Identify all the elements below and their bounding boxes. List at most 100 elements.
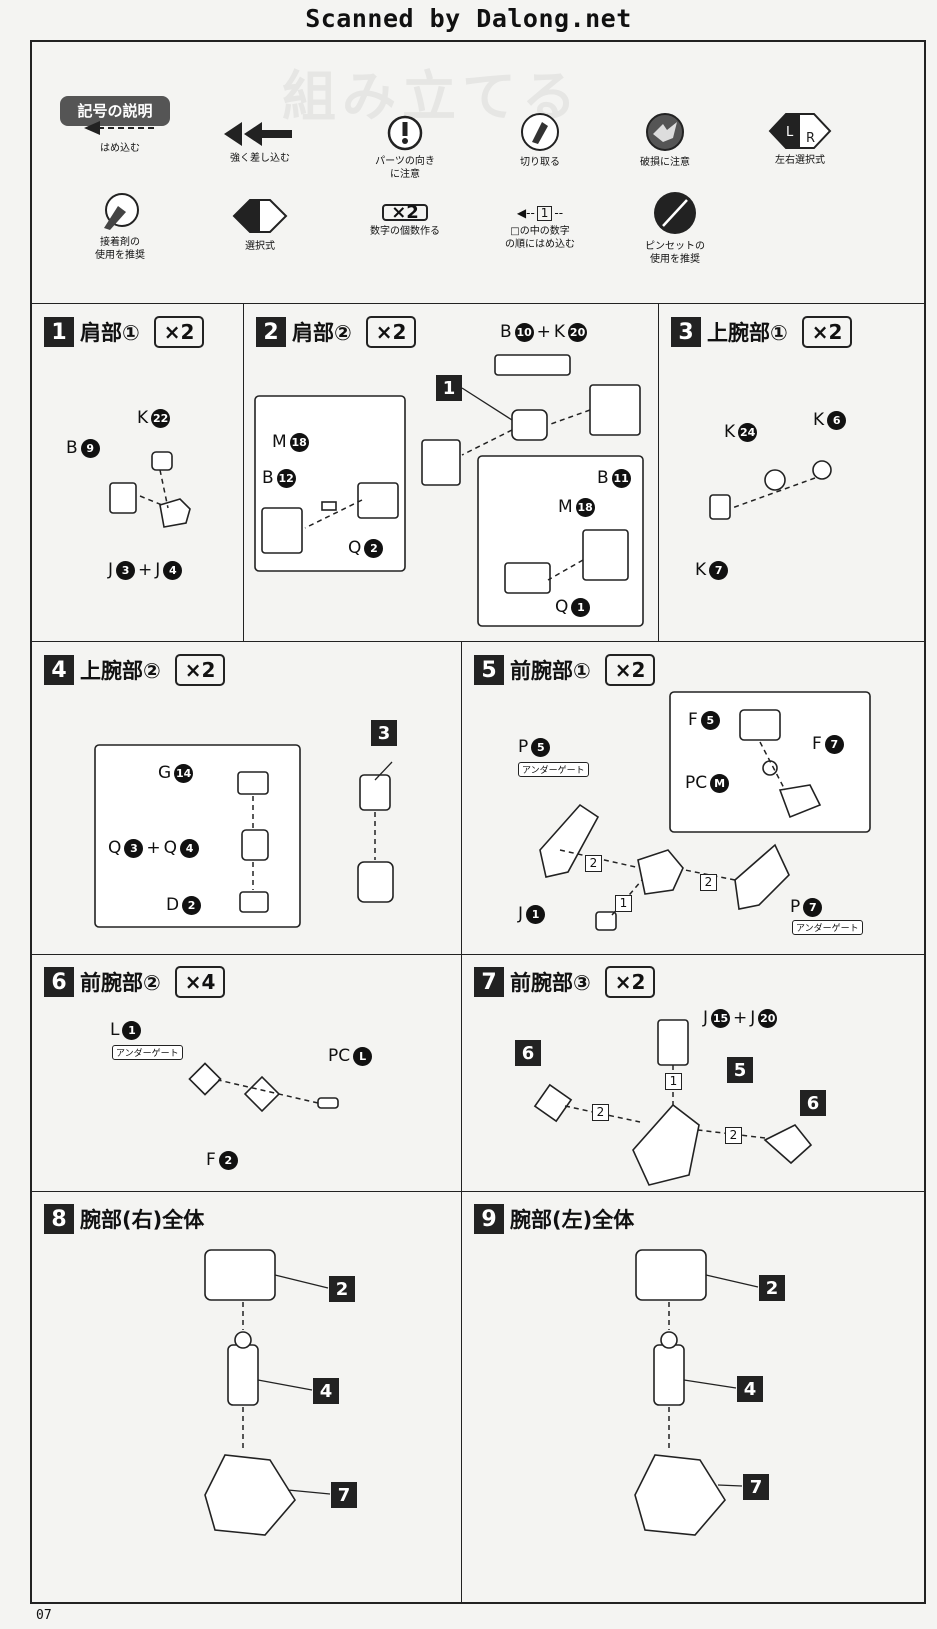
- part-letter: J: [108, 560, 114, 580]
- dashed-arrow: [217, 1079, 319, 1104]
- part-number: 1: [526, 904, 546, 924]
- step-panel-9: [461, 1191, 925, 1604]
- step-reference: 3: [371, 720, 397, 746]
- step-title: 肩部①: [80, 321, 140, 345]
- part-letter: K: [695, 560, 707, 580]
- leader-line: [257, 1379, 313, 1391]
- part-drawing: [261, 507, 303, 554]
- step-reference: 5: [727, 1057, 753, 1083]
- svg-text:L: L: [786, 125, 794, 140]
- part-number: 22: [151, 408, 171, 428]
- times-two-icon: ×2: [382, 204, 428, 222]
- dashed-arrow: [139, 495, 163, 506]
- step-title: 肩部②: [292, 321, 352, 345]
- part-number: 7: [824, 734, 844, 754]
- leader-line: [717, 1484, 743, 1487]
- legend-order: ◀--1-- □の中の数字 の順にはめ込む: [485, 206, 595, 251]
- legend-label: 強く差し込む: [230, 153, 290, 164]
- order-marker: 2: [592, 1104, 609, 1121]
- part-drawing: [511, 409, 548, 441]
- part-letter: M: [272, 432, 287, 452]
- step-quantity: ×2: [174, 654, 226, 686]
- step-number: 7: [474, 967, 504, 997]
- part-number: L: [353, 1046, 373, 1066]
- part-letter: J: [155, 560, 161, 580]
- under-gate-tag: アンダーゲート: [518, 762, 589, 777]
- part-drawing: [812, 460, 832, 480]
- dashed-arrow: [697, 1129, 766, 1139]
- step-reference: 2: [329, 1276, 355, 1302]
- under-gate-tag: アンダーゲート: [792, 920, 863, 935]
- cut-icon: [521, 113, 559, 151]
- step-title: 上腕部①: [707, 321, 788, 345]
- order-marker: 1: [615, 895, 632, 912]
- part-drawing: [595, 911, 617, 931]
- part-drawing: [634, 1454, 726, 1536]
- part-drawing: [709, 494, 731, 520]
- dashed-arrow: [759, 741, 786, 791]
- step-title: 腕部(左)全体: [510, 1208, 635, 1232]
- part-drawing: [421, 439, 461, 486]
- order-badge: 1: [536, 206, 553, 221]
- part-drawing: [504, 562, 551, 594]
- part-number: 4: [180, 838, 200, 858]
- numbered-order-icon: ◀--1--: [516, 206, 564, 221]
- step-reference: 4: [737, 1376, 763, 1402]
- dashed-arrow: [159, 469, 169, 509]
- step-title: 前腕部①: [510, 659, 591, 683]
- legend-cut: 切り取る: [485, 112, 595, 169]
- legend-strong-push: 強く差し込む: [205, 120, 315, 165]
- dashed-arrow: [461, 429, 513, 456]
- legend-tweezers: ピンセットの 使用を推奨: [620, 190, 730, 266]
- legend-label: 切り取る: [520, 157, 560, 168]
- tweezers-icon: [654, 192, 696, 234]
- step-reference: 2: [759, 1275, 785, 1301]
- part-drawing: [494, 354, 571, 376]
- step-number: 3: [671, 317, 701, 347]
- part-number: 3: [116, 560, 136, 580]
- part-drawing: [151, 451, 173, 471]
- exclamation-icon: [387, 115, 423, 151]
- legend-glue: 接着剤の 使用を推奨: [65, 192, 175, 262]
- part-number: 6: [827, 410, 847, 430]
- step-header-3: 3 上腕部① ×2: [671, 316, 853, 348]
- step-reference: 6: [800, 1090, 826, 1116]
- part-letter: K: [137, 408, 149, 428]
- dashed-arrow: [304, 499, 363, 529]
- part-drawing: [239, 891, 269, 913]
- leader-line: [287, 1489, 331, 1495]
- part-drawing: [635, 1249, 707, 1301]
- legend-label: 数字の個数作る: [370, 226, 440, 237]
- legend-label: 左右選択式: [775, 155, 825, 166]
- step-quantity: ×2: [801, 316, 853, 348]
- part-number: 3: [124, 838, 144, 858]
- part-drawing: [359, 774, 391, 811]
- dashed-arrow: [547, 559, 584, 581]
- part-letter: Q: [555, 597, 569, 617]
- part-number: 1: [571, 597, 591, 617]
- part-number: 9: [80, 438, 100, 458]
- legend-label: ピンセットの 使用を推奨: [645, 241, 705, 265]
- step-title: 上腕部②: [80, 659, 161, 683]
- part-letter: F: [812, 734, 822, 754]
- step-title: 腕部(右)全体: [80, 1208, 205, 1232]
- select-icon: [232, 199, 288, 233]
- step-title: 前腕部③: [510, 971, 591, 995]
- step-quantity: ×2: [604, 654, 656, 686]
- part-drawing: [739, 709, 781, 741]
- part-drawing: [317, 1097, 339, 1109]
- leader-line: [683, 1379, 737, 1389]
